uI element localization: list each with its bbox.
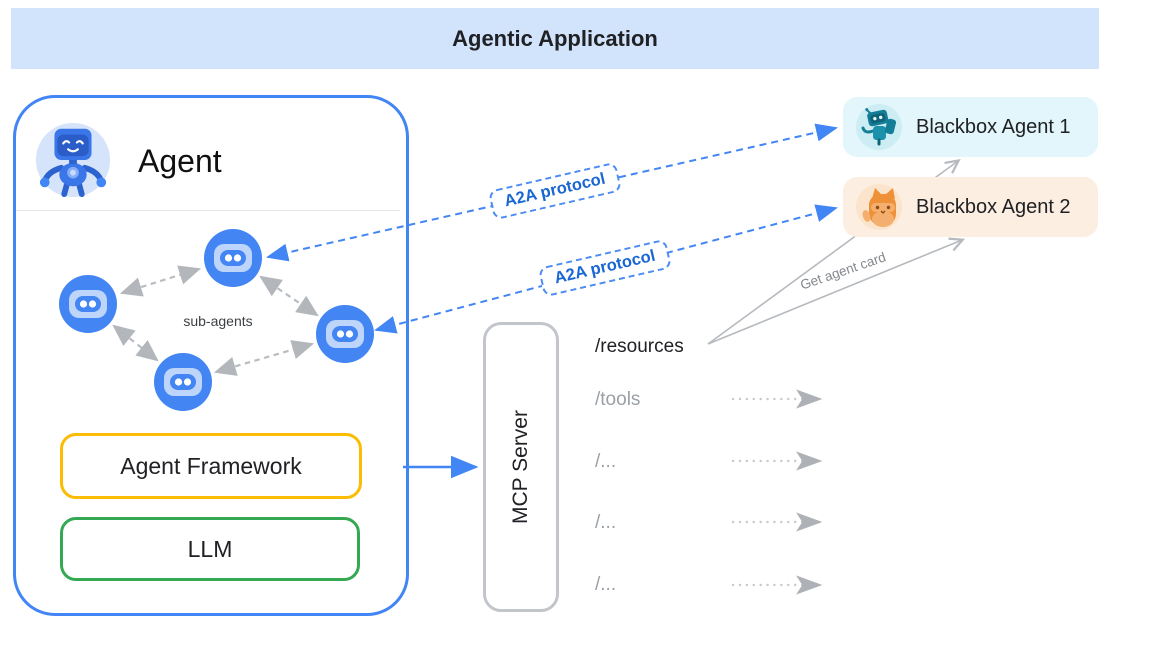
get-agent-card-label: Get agent card [798,249,888,293]
blackbox-agent-2-card: Blackbox Agent 2 [843,177,1098,237]
agentic-application-banner: Agentic Application [11,8,1099,69]
agent-title: Agent [138,143,222,179]
agent-framework-box: Agent Framework [60,433,362,499]
agent-robot-avatar-icon [35,122,111,198]
endpoint-more-3: /... [595,574,617,595]
endpoint-tools: /tools [595,389,641,410]
sub-agent-icon-bottom [154,353,212,411]
mcp-server-box: MCP Server [483,322,559,612]
orange-cat-icon [856,184,902,230]
endpoint-more-2: /... [595,512,617,533]
a2a-protocol-badge-1: A2A protocol [487,161,623,221]
mcp-server-label: MCP Server [509,410,533,524]
blackbox-agent-1-card: Blackbox Agent 1 [843,97,1098,157]
agent-framework-label: Agent Framework [120,452,302,479]
a2a-protocol-badge-2: A2A protocol [537,238,673,298]
sub-agent-icon-right [316,305,374,363]
agent-container-box [13,95,409,616]
endpoint-more-1: /... [595,451,617,472]
endpoint-dotted-arrows [731,389,823,595]
banner-title: Agentic Application [452,25,658,51]
blackbox-agent-1-label: Blackbox Agent 1 [916,115,1071,138]
sub-agent-icon-left [59,275,117,333]
sub-agent-icon-top [204,229,262,287]
llm-box: LLM [60,517,360,581]
teal-robot-icon [856,104,902,150]
endpoint-resources: /resources [595,336,684,357]
sub-agents-label: sub-agents [183,313,253,329]
blackbox-agent-2-label: Blackbox Agent 2 [916,195,1071,218]
llm-label: LLM [187,535,233,562]
agent-header-divider [16,210,400,211]
